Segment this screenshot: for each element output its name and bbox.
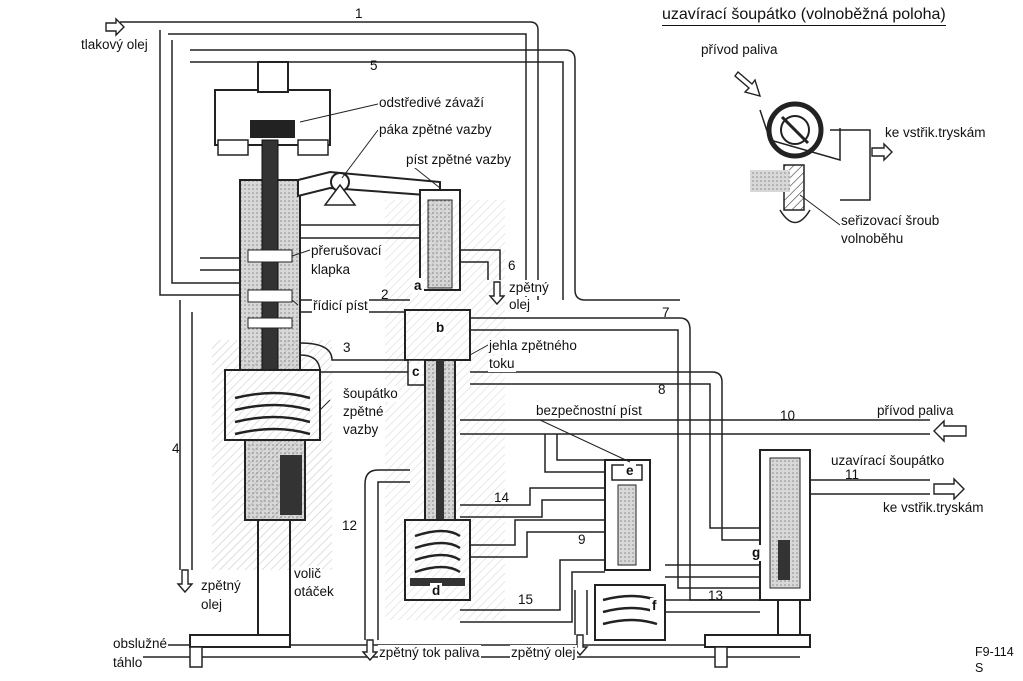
label-obsluzne-tahlo-2: táhlo	[112, 655, 144, 671]
inset-valve-drawing	[750, 101, 871, 224]
label-paka-zpetne-vazby: páka zpětné vazby	[378, 122, 493, 138]
label-soupatko-1: šoupátko	[342, 386, 399, 402]
line-number-10: 10	[780, 408, 796, 423]
label-privod-paliva-inset: přívod paliva	[700, 42, 779, 58]
line-number-8: 8	[658, 382, 666, 397]
governor-column	[189, 61, 332, 668]
arrow-privod-paliva-inset	[734, 70, 762, 98]
label-pist-zpetne-vazby: píst zpětné vazby	[405, 152, 513, 168]
line-number-13: 13	[708, 588, 724, 603]
line-number-7: 7	[662, 305, 670, 320]
line-number-5: 5	[370, 58, 378, 73]
label-serizovaci-sroub-1: seřizovací šroub	[840, 213, 941, 229]
label-soupatko-2: zpětné	[342, 404, 385, 420]
line-number-4: 4	[172, 441, 180, 456]
label-zpetny-olej-bottom: zpětný olej	[510, 645, 577, 661]
port-letter-c: c	[410, 364, 422, 380]
line-number-3: 3	[343, 340, 351, 355]
flow-arrows	[105, 17, 967, 662]
label-bezpecnostni-pist: bezpečnostní píst	[535, 403, 643, 419]
arrow-privod-paliva-main	[933, 419, 967, 443]
diagram-title: uzavírací šoupátko (volnoběžná poloha)	[662, 6, 946, 26]
line-number-9: 9	[578, 532, 586, 547]
line-number-1: 1	[355, 6, 363, 21]
label-volic-otacek-1: volič	[293, 566, 323, 582]
port-letter-g: g	[750, 545, 763, 561]
arrow-tlakovy-olej	[105, 17, 125, 37]
label-uzaviraci-soupatko: uzavírací šoupátko	[830, 453, 946, 469]
figure-code-1: F9-114	[975, 645, 1014, 659]
label-prerusovaci-klapka-2: klapka	[310, 262, 352, 278]
leader-lines	[291, 103, 841, 463]
arrow-ke-vstrik-main	[933, 477, 965, 501]
label-privod-paliva-main: přívod paliva	[876, 403, 955, 419]
label-volic-otacek-2: otáček	[293, 584, 335, 600]
feedback-lever	[297, 170, 441, 206]
label-serizovaci-sroub-2: volnoběhu	[840, 231, 905, 247]
label-ke-vstrik-tryskam-main: ke vstřik.tryskám	[882, 500, 985, 516]
port-letter-f: f	[650, 598, 659, 614]
label-zpetny-olej-left-2: olej	[200, 597, 224, 613]
label-zpetny-olej-6-2: olej	[508, 297, 532, 313]
arrow-ke-vstrik-inset	[871, 142, 893, 162]
label-zpetny-olej-6-1: zpětný	[508, 280, 550, 296]
label-ridici-pist: řídicí píst	[312, 298, 369, 314]
arrow-zpetny-tok-paliva	[361, 639, 379, 662]
label-prerusovaci-klapka-1: přerušovací	[310, 243, 383, 259]
central-valve-column	[385, 189, 505, 620]
port-letter-e: e	[624, 463, 636, 479]
port-letter-a: a	[412, 278, 424, 294]
line-number-12: 12	[342, 518, 358, 533]
shutoff-valve-column	[704, 449, 811, 668]
arrow-zpetny-olej-left	[176, 569, 194, 594]
figure-code-2: S	[975, 661, 984, 675]
port-letter-b: b	[434, 320, 447, 336]
arrow-zpetny-olej-6	[488, 281, 506, 306]
label-obsluzne-tahlo-1: obslužné	[112, 636, 169, 652]
line-number-14: 14	[494, 490, 510, 505]
line-number-15: 15	[518, 592, 534, 607]
label-zpetny-olej-left-1: zpětný	[200, 578, 242, 594]
label-soupatko-3: vazby	[342, 422, 380, 438]
port-letter-d: d	[430, 583, 443, 599]
label-jehla-zpetneho-toku-2: toku	[488, 356, 516, 372]
line-number-11: 11	[845, 467, 860, 482]
label-ke-vstrik-tryskam-inset: ke vstřik.tryskám	[884, 125, 987, 141]
label-tlakovy-olej: tlakový olej	[80, 37, 149, 53]
label-jehla-zpetneho-toku-1: jehla zpětného	[488, 338, 578, 354]
line-number-6: 6	[508, 258, 516, 273]
label-zpetny-tok-paliva: zpětný tok paliva	[378, 645, 481, 661]
label-odstredive-zavazi: odstředivé závaží	[378, 95, 486, 111]
line-number-2: 2	[381, 287, 389, 302]
